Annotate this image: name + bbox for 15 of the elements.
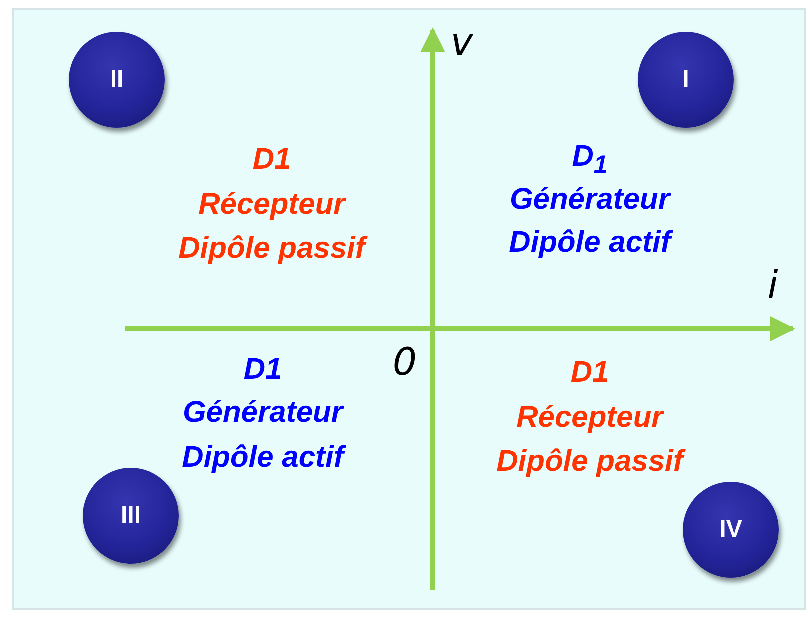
quadrant-text: Générateur (510, 183, 670, 217)
quadrant-text: Dipôle passif (178, 232, 366, 266)
quadrant-text: D1 (570, 356, 610, 390)
quadrant-text: D$_{1}$ (572, 140, 608, 180)
axis-label: v (450, 20, 474, 64)
quadrant-text: Récepteur (198, 188, 346, 222)
quadrant-text: D1 (252, 143, 292, 177)
quadrant-text: D1 (244, 353, 282, 387)
quadrant-text: Générateur (182, 396, 344, 430)
quadrant-text: Récepteur (516, 401, 664, 435)
origin-label: 0 (392, 340, 418, 384)
quadrant-text: Dipôle passif (496, 445, 684, 479)
axis-label: i (768, 263, 778, 307)
quadrant-text: Dipôle actif (182, 441, 344, 475)
quadrant-text: Dipôle actif (509, 226, 671, 260)
